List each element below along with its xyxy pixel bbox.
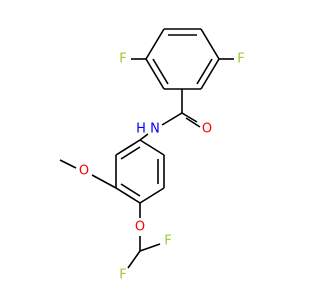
amide-bonds xyxy=(139,89,201,141)
amide-hydrogen-label: H xyxy=(136,122,146,137)
ether-oxygen-label: O xyxy=(135,220,145,235)
aniline-ring xyxy=(115,139,165,204)
fluorine-label-cf2-bottom: F xyxy=(119,268,126,283)
nitrogen-label: N xyxy=(150,122,160,137)
molecule-structure: F F N H O O O F F xyxy=(59,28,245,283)
difluorophenyl-ring xyxy=(145,28,220,90)
fluorine-label-cf2-top: F xyxy=(164,234,171,249)
fluorine-label-right: F xyxy=(237,52,244,67)
fluorine-label-left: F xyxy=(119,52,126,67)
methoxy-oxygen-label: O xyxy=(79,164,89,179)
methoxy-bonds xyxy=(59,159,117,189)
difluoromethoxy-bonds xyxy=(127,203,161,269)
carbonyl-oxygen-label: O xyxy=(202,122,212,137)
